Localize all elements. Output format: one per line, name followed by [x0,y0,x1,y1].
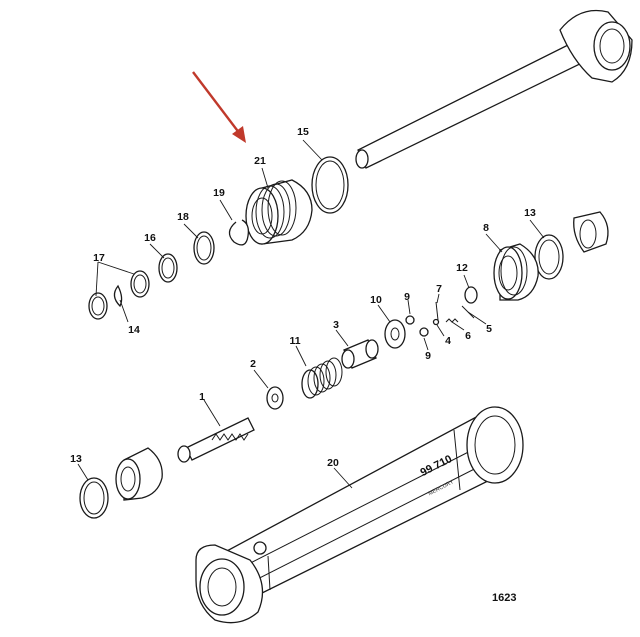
callout-13-top: 13 [524,207,536,219]
ball-part-4 [432,318,440,326]
callout-15: 15 [297,126,309,138]
callout-7: 7 [436,283,442,295]
callout-2: 2 [250,358,256,370]
callout-6: 6 [465,330,471,342]
bolt-part-1 [177,417,255,463]
callout-13-bottom: 13 [70,453,82,465]
clip-part-14 [113,284,123,308]
piston-rod [355,9,633,169]
callout-11: 11 [289,335,300,347]
o-ring-part-15 [311,156,349,214]
callout-3: 3 [333,319,339,331]
spring-part-11 [301,357,343,399]
callout-labels: 15 21 19 18 16 17 14 13 8 12 7 9 10 4 6 … [70,126,536,469]
callout-21: 21 [254,155,266,167]
callout-17: 17 [93,252,105,264]
callout-19: 19 [213,187,225,199]
washer-part-2 [266,386,284,410]
ring-part-13-top [534,234,564,280]
callout-9-bottom: 9 [425,350,431,362]
callout-8: 8 [483,222,489,234]
piston-part-21 [245,179,313,245]
ring-part-13-bottom [79,477,109,519]
small-parts-group [405,301,475,337]
callout-20: 20 [327,457,339,469]
ball-part-9-bottom [419,327,429,337]
callout-5: 5 [486,323,492,335]
callout-4: 4 [445,335,451,347]
sleeve-part-3 [341,339,379,369]
callout-9-top: 9 [404,291,410,303]
highlight-arrow [192,71,246,143]
figure-number: 1623 [492,592,516,604]
callout-12: 12 [456,262,468,274]
pin-part-7 [435,301,439,321]
ball-part-9-top [405,315,415,325]
spring-part-6 [445,318,459,323]
leader-lines [77,139,545,489]
callout-18: 18 [177,211,189,223]
cylinder-tube: 99 710 MERCURY [195,406,524,624]
collar-part-13-top [573,211,609,253]
callout-14: 14 [128,324,140,336]
ring-part-12 [464,286,478,304]
gland-part-13-bottom [115,447,163,501]
washer-part-10 [384,319,406,349]
callout-16: 16 [144,232,156,244]
callout-10: 10 [370,294,382,306]
snap-ring-part-19 [228,219,250,246]
callout-1: 1 [199,391,205,403]
piston-head-part-8 [493,243,539,301]
